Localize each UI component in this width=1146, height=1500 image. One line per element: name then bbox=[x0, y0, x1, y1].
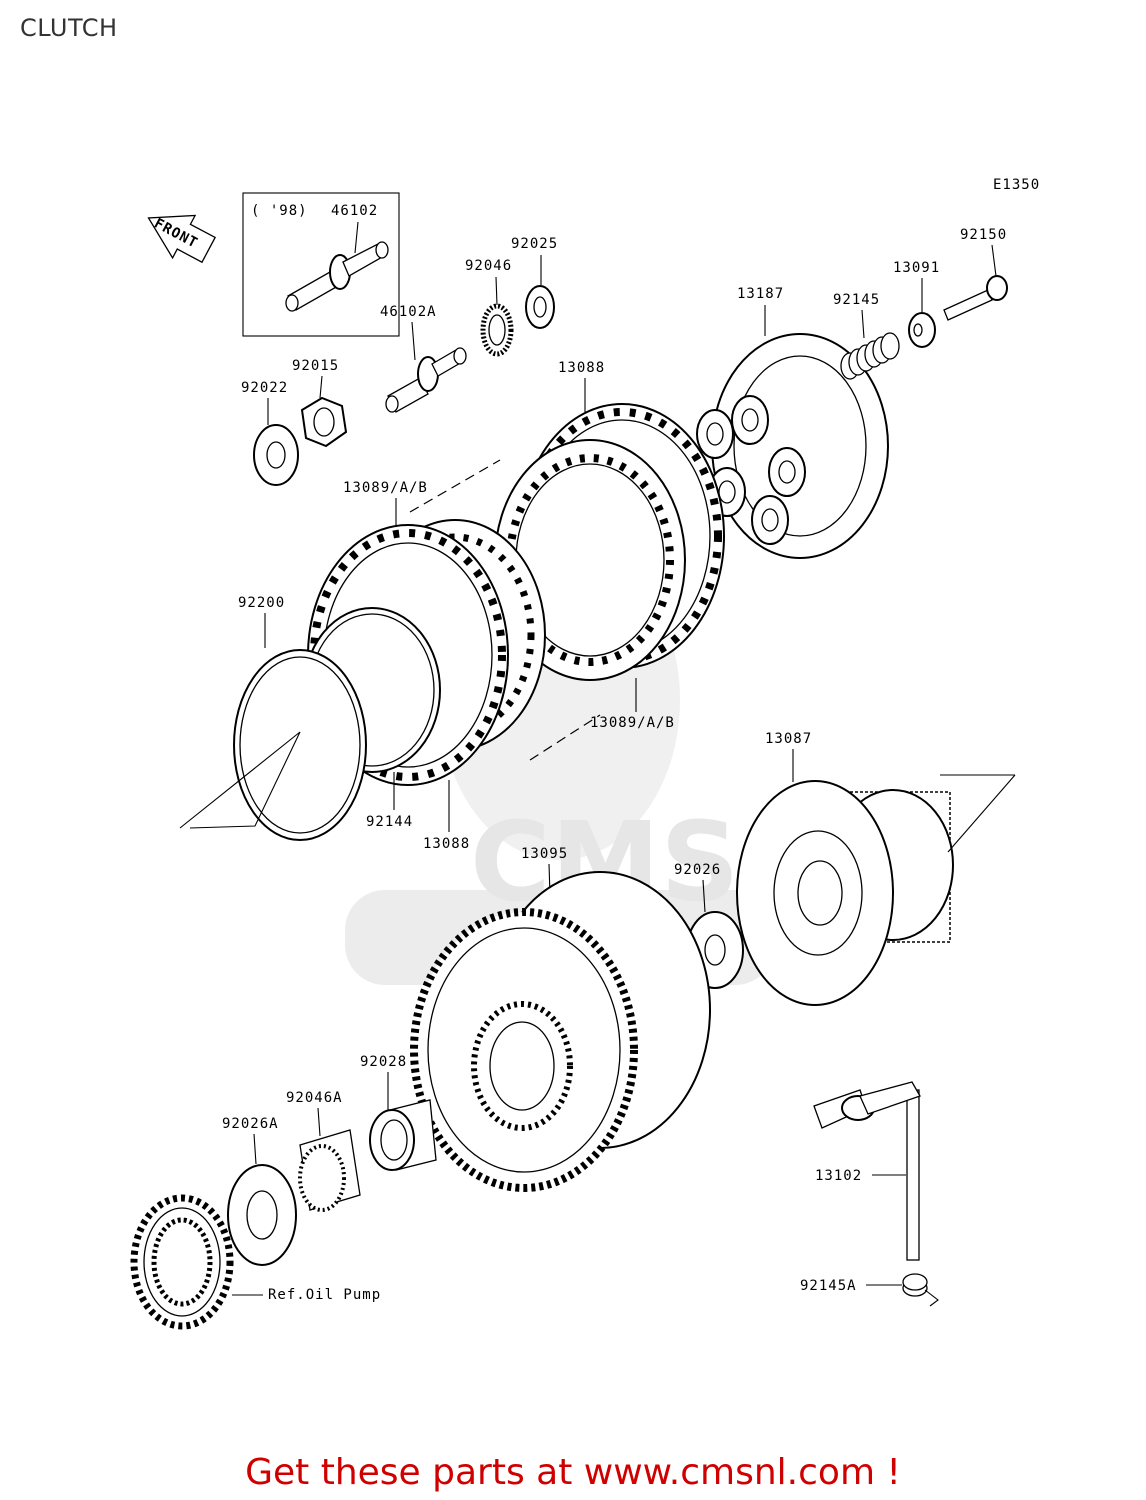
spring-92145: 92145 bbox=[833, 292, 900, 380]
svg-text:92145: 92145 bbox=[833, 292, 880, 308]
bearing-92046A: 92046A bbox=[286, 1090, 361, 1212]
svg-text:92150: 92150 bbox=[960, 227, 1007, 243]
svg-text:92026: 92026 bbox=[674, 862, 721, 878]
svg-text:92144: 92144 bbox=[366, 814, 413, 830]
sleeve-92028: 92028 bbox=[360, 1054, 437, 1171]
clutch-housing-13095: 13095 bbox=[410, 846, 711, 1192]
svg-text:92022: 92022 bbox=[241, 380, 288, 396]
inset-98-box: ( '98) 46102 bbox=[242, 192, 400, 337]
spring-92145A: 92145A bbox=[800, 1273, 939, 1307]
retainer-13091: 13091 bbox=[893, 260, 940, 348]
clutch-hub-13087: 13087 bbox=[736, 731, 1016, 1006]
svg-text:13089/A/B: 13089/A/B bbox=[343, 480, 428, 496]
oil-pump-gear: Ref.Oil Pump bbox=[130, 1194, 381, 1330]
pressure-plate-13187: 13187 bbox=[696, 286, 889, 559]
ref-oil-pump-label: Ref.Oil Pump bbox=[268, 1287, 381, 1303]
svg-text:13088: 13088 bbox=[423, 836, 470, 852]
washer-92026A: 92026A bbox=[222, 1116, 297, 1266]
svg-text:13102: 13102 bbox=[815, 1168, 862, 1184]
friction-plate-13088-bottom: 13088 bbox=[423, 780, 470, 852]
bearing-92046: 92046 bbox=[465, 258, 514, 357]
bolt-92150: 92150 bbox=[943, 227, 1008, 321]
svg-text:92046: 92046 bbox=[465, 258, 512, 274]
nut-92015: 92015 bbox=[292, 358, 348, 448]
diagram-code: E1350 bbox=[993, 177, 1040, 193]
circlip-92200: 92200 bbox=[179, 595, 367, 841]
svg-text:92015: 92015 bbox=[292, 358, 339, 374]
svg-text:92028: 92028 bbox=[360, 1054, 407, 1070]
svg-text:92026A: 92026A bbox=[222, 1116, 279, 1132]
cta-link[interactable]: Get these parts at www.cmsnl.com ! bbox=[245, 1452, 901, 1493]
svg-text:46102A: 46102A bbox=[380, 304, 437, 320]
steel-plate-13089-mid: 13089/A/B bbox=[590, 678, 675, 731]
svg-text:13187: 13187 bbox=[737, 286, 784, 302]
inset-year-label: ( '98) bbox=[251, 203, 308, 219]
svg-text:92145A: 92145A bbox=[800, 1278, 857, 1294]
svg-text:13095: 13095 bbox=[521, 846, 568, 862]
svg-text:92046A: 92046A bbox=[286, 1090, 343, 1106]
svg-text:92200: 92200 bbox=[238, 595, 285, 611]
washer-92022: 92022 bbox=[241, 380, 299, 486]
shaft-46102A: 46102A bbox=[380, 304, 467, 413]
svg-text:92025: 92025 bbox=[511, 236, 558, 252]
svg-text:13088: 13088 bbox=[558, 360, 605, 376]
svg-text:13087: 13087 bbox=[765, 731, 812, 747]
release-shaft-13102: 13102 bbox=[813, 1081, 921, 1261]
svg-text:13089/A/B: 13089/A/B bbox=[590, 715, 675, 731]
front-arrow-icon: FRONT bbox=[147, 214, 217, 264]
shaft-46102 bbox=[285, 241, 389, 312]
page-title: CLUTCH bbox=[20, 14, 118, 42]
washer-92025: 92025 bbox=[511, 236, 558, 329]
label-46102: 46102 bbox=[331, 203, 378, 219]
svg-text:13091: 13091 bbox=[893, 260, 940, 276]
